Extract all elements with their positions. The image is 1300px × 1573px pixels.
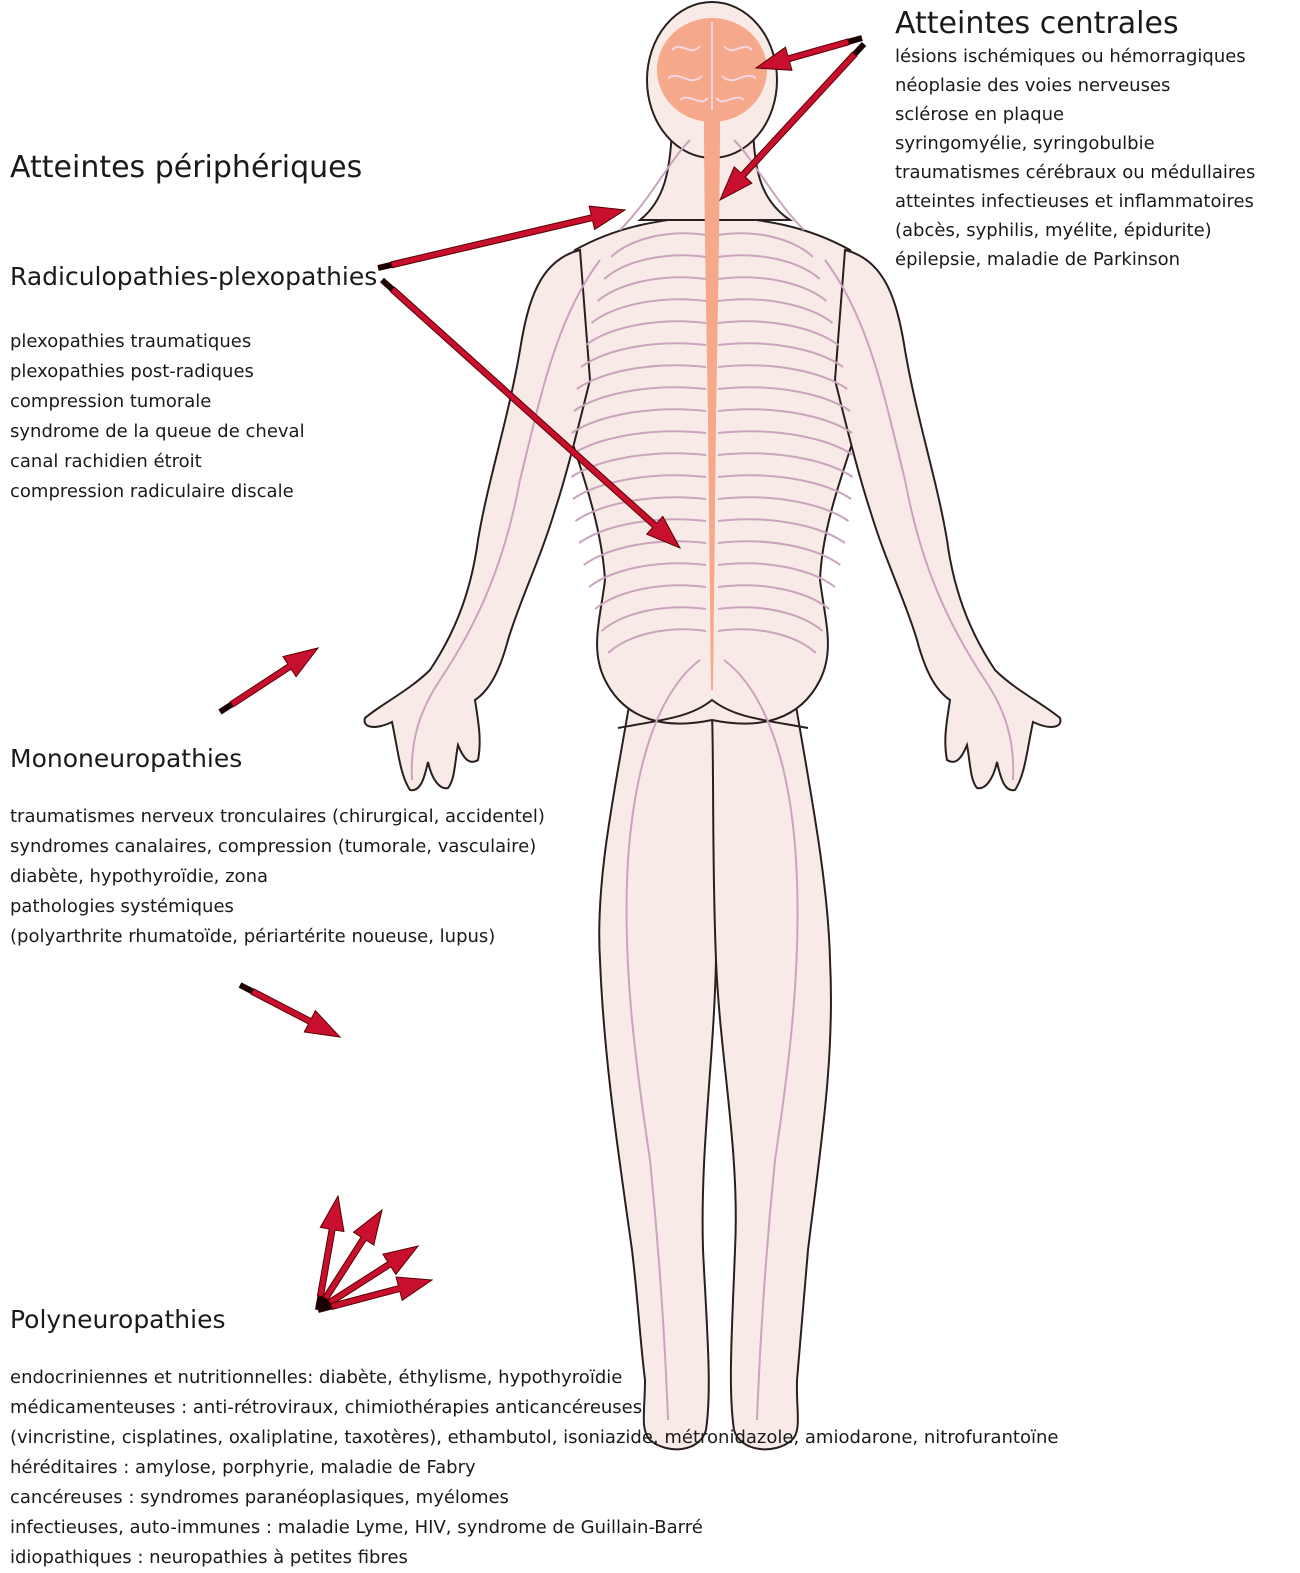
left-arm	[365, 250, 590, 790]
list-item: syndromes canalaires, compression (tumor…	[10, 832, 545, 862]
mono-list: traumatismes nerveux tronculaires (chiru…	[10, 802, 545, 952]
list-item: infectieuses, auto-immunes : maladie Lym…	[10, 1513, 1058, 1543]
radiculo-section: Radiculopathies-plexopathies plexopathie…	[10, 262, 377, 507]
list-item: syringomyélie, syringobulbie	[895, 129, 1255, 158]
list-item: héréditaires : amylose, porphyrie, malad…	[10, 1453, 1058, 1483]
list-item: traumatismes nerveux tronculaires (chiru…	[10, 802, 545, 832]
list-item: épilepsie, maladie de Parkinson	[895, 245, 1255, 274]
peripheral-section: Atteintes périphériques	[10, 150, 362, 186]
list-item: (vincristine, cisplatines, oxaliplatine,…	[10, 1423, 1058, 1453]
list-item: lésions ischémiques ou hémorragiques	[895, 42, 1255, 71]
list-item: diabète, hypothyroïdie, zona	[10, 862, 545, 892]
list-item: (abcès, syphilis, myélite, épidurite)	[895, 216, 1255, 245]
poly-section: Polyneuropathies endocriniennes et nutri…	[10, 1305, 1058, 1573]
mono-title: Mononeuropathies	[10, 744, 545, 774]
list-item: plexopathies post-radiques	[10, 357, 377, 387]
arrow-mononeuropathy-arm	[218, 648, 318, 715]
arrow-mononeuropathy-leg	[239, 982, 340, 1037]
mono-section: Mononeuropathies traumatismes nerveux tr…	[10, 744, 545, 952]
list-item: traumatismes cérébraux ou médullaires	[895, 158, 1255, 187]
peripheral-title: Atteintes périphériques	[10, 150, 362, 186]
list-item: plexopathies traumatiques	[10, 327, 377, 357]
poly-list: endocriniennes et nutritionnelles: diabè…	[10, 1363, 1058, 1573]
radiculo-title: Radiculopathies-plexopathies	[10, 262, 377, 292]
list-item: compression tumorale	[10, 387, 377, 417]
poly-title: Polyneuropathies	[10, 1305, 1058, 1335]
list-item: canal rachidien étroit	[10, 447, 377, 477]
right-arm	[835, 250, 1060, 790]
list-item: néoplasie des voies nerveuses	[895, 71, 1255, 100]
list-item: pathologies systémiques	[10, 892, 545, 922]
list-item: idiopathiques : neuropathies à petites f…	[10, 1543, 1058, 1573]
list-item: (polyarthrite rhumatoïde, périartérite n…	[10, 922, 545, 952]
central-section: Atteintes centrales lésions ischémiques …	[895, 6, 1255, 274]
list-item: sclérose en plaque	[895, 100, 1255, 129]
list-item: atteintes infectieuses et inflammatoires	[895, 187, 1255, 216]
list-item: médicamenteuses : anti-rétroviraux, chim…	[10, 1393, 1058, 1423]
list-item: cancéreuses : syndromes paranéoplasiques…	[10, 1483, 1058, 1513]
central-title: Atteintes centrales	[895, 6, 1255, 42]
list-item: compression radiculaire discale	[10, 477, 377, 507]
list-item: syndrome de la queue de cheval	[10, 417, 377, 447]
list-item: endocriniennes et nutritionnelles: diabè…	[10, 1363, 1058, 1393]
